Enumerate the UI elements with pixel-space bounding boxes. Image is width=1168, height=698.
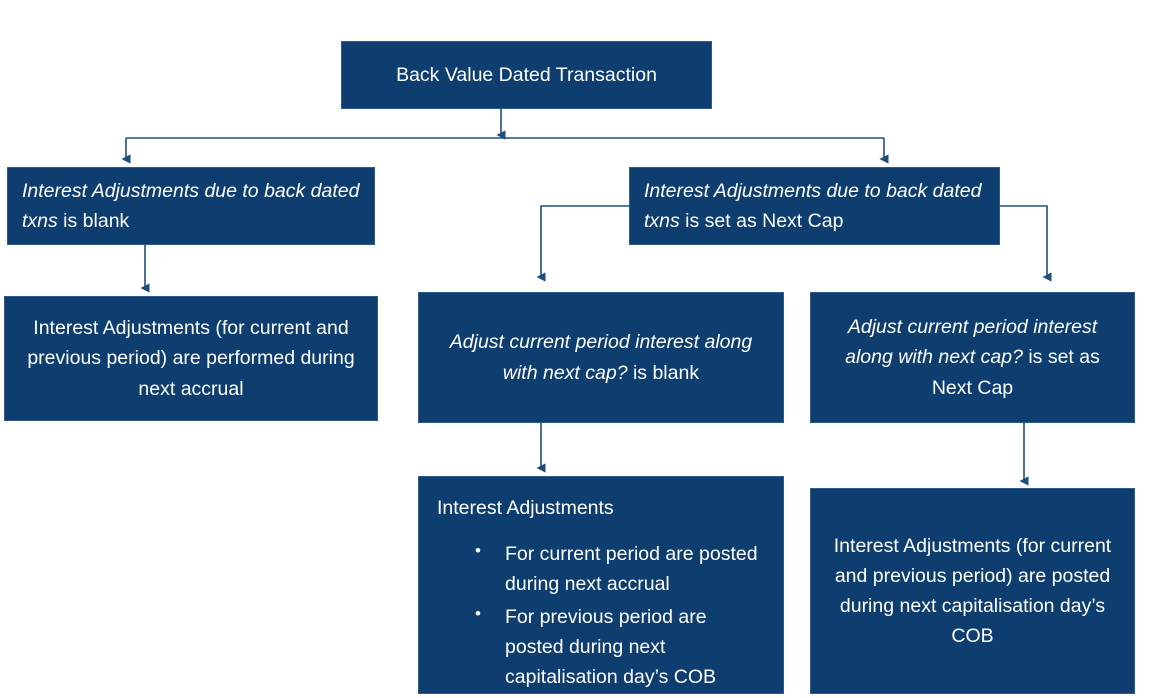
- edge-nextcap-to-adjust-nextcap: [1000, 205, 1052, 282]
- node-blank-emphasis: Interest Adjustments due to back dated t…: [22, 179, 360, 232]
- node-nextcap-rest: is set as Next Cap: [679, 210, 844, 232]
- node-blank-label: Interest Adjustments due to back dated t…: [8, 176, 374, 236]
- node-perf-label: Interest Adjustments (for current and pr…: [27, 317, 355, 400]
- node-nextcap-emphasis: Interest Adjustments due to back dated t…: [644, 179, 982, 232]
- node-back-value-dated-transaction[interactable]: Back Value Dated Transaction: [341, 41, 712, 109]
- node-interest-adjustments-blank[interactable]: Interest Adjustments due to back dated t…: [7, 167, 375, 245]
- node-bullets-list: For current period are posted during nex…: [419, 538, 783, 694]
- node-adj-next-emphasis: Adjust current period interest along wit…: [845, 316, 1098, 369]
- list-item: For current period are posted during nex…: [475, 538, 767, 599]
- node-posted-during-next-capitalisation-cob[interactable]: Interest Adjustments (for current and pr…: [810, 488, 1135, 694]
- node-posted-label: Interest Adjustments (for current and pr…: [833, 534, 1112, 648]
- node-performed-during-next-accrual[interactable]: Interest Adjustments (for current and pr…: [4, 296, 378, 421]
- node-adj-blank-label: Adjust current period interest along wit…: [419, 327, 783, 387]
- edge-nextcap-to-adjust-blank: [536, 205, 629, 282]
- node-interest-adjustments-bullets[interactable]: Interest Adjustments For current period …: [418, 476, 784, 694]
- node-adj-next-rest: is set as Next Cap: [931, 346, 1100, 399]
- node-root-label: Back Value Dated Transaction: [396, 63, 657, 86]
- node-adj-blank-rest: is blank: [627, 361, 700, 384]
- node-adjust-current-period-blank[interactable]: Adjust current period interest along wit…: [418, 292, 784, 423]
- list-item: For previous period are posted during ne…: [475, 601, 767, 693]
- node-interest-adjustments-next-cap[interactable]: Interest Adjustments due to back dated t…: [629, 167, 1000, 245]
- node-adjust-current-period-next-cap[interactable]: Adjust current period interest along wit…: [810, 292, 1135, 423]
- node-adj-next-label: Adjust current period interest along wit…: [811, 312, 1134, 403]
- node-adj-blank-emphasis: Adjust current period interest along wit…: [449, 331, 753, 384]
- node-bullets-heading: Interest Adjustments: [437, 497, 614, 519]
- node-blank-rest: is blank: [57, 210, 130, 232]
- node-nextcap-label: Interest Adjustments due to back dated t…: [630, 176, 999, 236]
